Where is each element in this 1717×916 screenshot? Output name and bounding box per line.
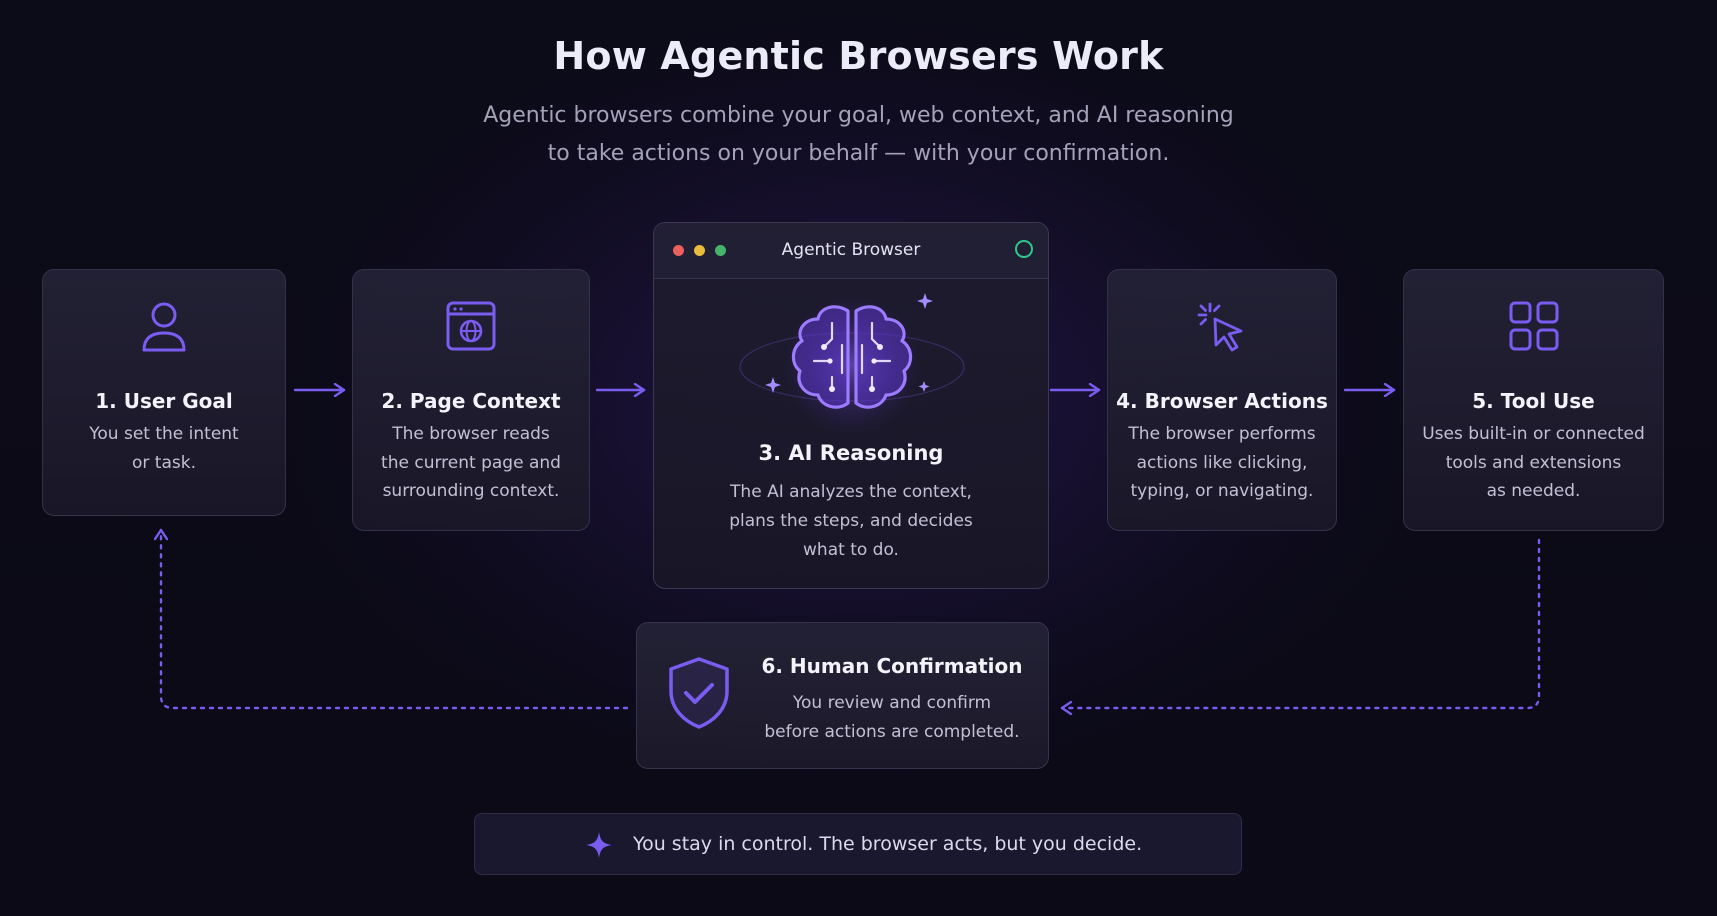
step-title: 2. Page Context bbox=[381, 389, 561, 413]
sparkle-icon bbox=[586, 832, 612, 858]
brain-icon bbox=[739, 293, 965, 435]
step-browser-actions: 4. Browser Actions The browser performs … bbox=[1107, 269, 1337, 531]
step-tool-use: 5. Tool Use Uses built-in or connected t… bbox=[1403, 269, 1664, 531]
step-title: 1. User Goal bbox=[95, 389, 233, 413]
step-ai-reasoning-window: Agentic Browser bbox=[653, 222, 1049, 589]
cursor-click-icon bbox=[1197, 302, 1243, 352]
footer-callout: You stay in control. The browser acts, b… bbox=[474, 813, 1242, 875]
status-ring-icon bbox=[1015, 240, 1033, 258]
step-description: The browser reads the current page and s… bbox=[381, 424, 561, 501]
loop-tools-to-confirmation bbox=[1060, 538, 1541, 708]
browser-globe-icon bbox=[446, 301, 496, 351]
step-description: The AI analyzes the context, plans the s… bbox=[729, 482, 973, 560]
step-description: You set the intent or task. bbox=[89, 424, 239, 473]
step-description: The browser performs actions like clicki… bbox=[1128, 424, 1316, 501]
close-dot bbox=[673, 245, 684, 256]
minimize-dot bbox=[694, 245, 705, 256]
step-title: 6. Human Confirmation bbox=[761, 654, 1023, 678]
shield-check-icon bbox=[669, 657, 729, 729]
step-title: 3. AI Reasoning bbox=[758, 441, 944, 465]
loop-confirmation-to-goal bbox=[161, 528, 629, 710]
step-page-context: 2. Page Context The browser reads the cu… bbox=[352, 269, 590, 531]
page-subtitle: Agentic browsers combine your goal, web … bbox=[483, 103, 1234, 166]
step-title: 5. Tool Use bbox=[1472, 389, 1595, 413]
maximize-dot bbox=[715, 245, 726, 256]
step-title: 4. Browser Actions bbox=[1116, 389, 1328, 413]
window-title: Agentic Browser bbox=[781, 240, 921, 260]
step-human-confirmation: 6. Human Confirmation You review and con… bbox=[636, 622, 1049, 769]
page-title: How Agentic Browsers Work bbox=[553, 34, 1164, 78]
user-icon bbox=[142, 302, 186, 352]
grid-apps-icon bbox=[1509, 301, 1558, 351]
footer-text: You stay in control. The browser acts, b… bbox=[633, 833, 1143, 855]
step-description: You review and confirm before actions ar… bbox=[764, 693, 1020, 742]
window-titlebar: Agentic Browser bbox=[654, 223, 1048, 279]
step-user-goal: 1. User Goal You set the intent or task. bbox=[42, 269, 286, 516]
step-description: Uses built-in or connected tools and ext… bbox=[1422, 424, 1645, 501]
